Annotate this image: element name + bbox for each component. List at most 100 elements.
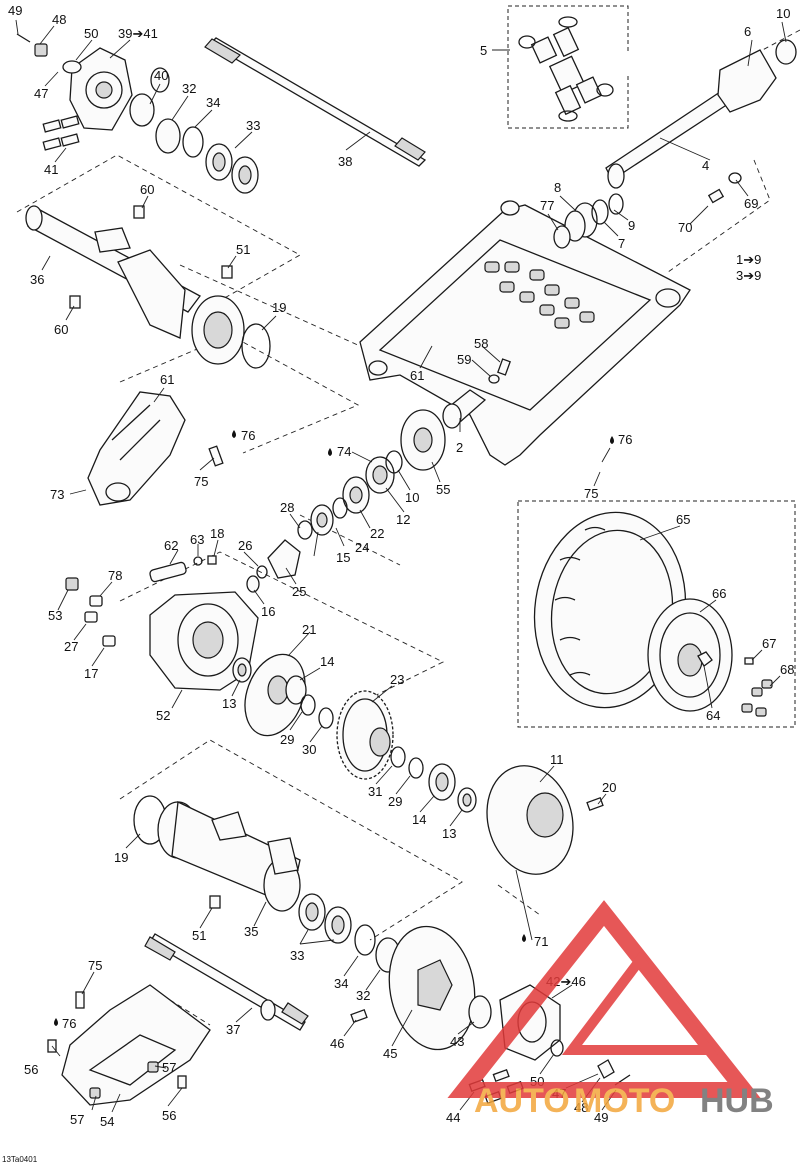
axle-shaft-lower — [144, 933, 309, 1031]
callout: 61 — [160, 372, 174, 387]
watermark-text-auto: AUTO — [474, 1082, 570, 1120]
callout: 34 — [334, 976, 348, 991]
callout: 57 — [70, 1112, 84, 1127]
callout: 46 — [330, 1036, 344, 1051]
callout: 18 — [210, 526, 224, 541]
watermark-logo: AUTO MOTO HUB — [447, 900, 774, 1120]
callout: 9 — [628, 218, 635, 233]
callout: 34 — [206, 95, 220, 110]
callout: 11 — [550, 752, 564, 767]
callout: 68 — [780, 662, 794, 677]
callout: 21 — [302, 622, 316, 637]
boot-and-seals — [553, 172, 742, 249]
callout: 28 — [280, 500, 294, 515]
callout: 8 — [554, 180, 561, 195]
callout: 27 — [64, 639, 78, 654]
callout: 15 — [336, 550, 350, 565]
differential-cover-plate — [232, 653, 334, 737]
callout: 67 — [762, 636, 776, 651]
callout: 58 — [474, 336, 488, 351]
callout: 29 — [388, 794, 402, 809]
callout: 47 — [34, 86, 48, 101]
bolts-top-left — [42, 115, 80, 151]
callout: 51 — [236, 242, 250, 257]
callout: 32 — [182, 81, 196, 96]
callout: 30 — [302, 742, 316, 757]
callout: 76 — [62, 1016, 76, 1031]
callout: 76 — [241, 428, 255, 443]
oil-drop-icon — [328, 448, 332, 456]
callout: 14 — [320, 654, 334, 669]
callout: 24 — [355, 540, 369, 555]
callout: 64 — [706, 708, 720, 723]
callout: 4 — [702, 158, 709, 173]
callout: 39➔41 — [118, 26, 158, 41]
callout: 60 — [140, 182, 154, 197]
callout: 61 — [410, 368, 424, 383]
callout: 25 — [292, 584, 306, 599]
callout: 10 — [405, 490, 419, 505]
callout: 75 — [584, 486, 598, 501]
callout: 33 — [246, 118, 260, 133]
callout: 43 — [450, 1034, 464, 1049]
callout: 20 — [602, 780, 616, 795]
callout: 7 — [618, 236, 625, 251]
callout: 1➔9 — [736, 252, 761, 267]
callout: 12 — [396, 512, 410, 527]
callout: 44 — [446, 1110, 460, 1125]
wheel-inset-box — [517, 500, 796, 728]
skid-plate — [47, 984, 211, 1106]
callout: 60 — [54, 322, 68, 337]
bearings-and-seals-top — [150, 67, 259, 194]
hub-housing-11 — [486, 765, 604, 875]
callout: 33 — [290, 948, 304, 963]
axle-shaft-upper — [204, 37, 427, 167]
callout: 36 — [30, 272, 44, 287]
callout: 19 — [272, 300, 286, 315]
bearings-lower-mid — [390, 746, 477, 813]
watermark-text-hub: HUB — [700, 1082, 774, 1120]
hub-flange-top — [16, 33, 155, 131]
callout: 66 — [712, 586, 726, 601]
callout: 45 — [383, 1046, 397, 1061]
callout: 23 — [390, 672, 404, 687]
axle-tube-upper — [25, 205, 271, 369]
universal-joint-inset-box — [507, 5, 629, 129]
differential-housing — [65, 577, 259, 691]
callout: 73 — [50, 487, 64, 502]
callout: 32 — [356, 988, 370, 1003]
callout: 49 — [8, 3, 22, 18]
callout: 31 — [368, 784, 382, 799]
callout: 65 — [676, 512, 690, 527]
callout-labels: 49 48 50 39➔41 47 40 32 34 33 41 38 60 3… — [2, 3, 794, 1164]
spacer-2 — [442, 358, 511, 429]
ring-gear — [336, 690, 394, 780]
triangle-logo-icon — [447, 900, 761, 1098]
callout: 53 — [48, 608, 62, 623]
oil-drop-icon — [610, 436, 614, 444]
callout: 10 — [776, 6, 790, 21]
callout: 40 — [154, 68, 168, 83]
leader-lines — [15, 19, 787, 1113]
callout: 56 — [24, 1062, 38, 1077]
callout: 41 — [44, 162, 58, 177]
callout: 56 — [162, 1108, 176, 1123]
oil-drop-icon — [232, 430, 236, 438]
callout: 75 — [194, 474, 208, 489]
callout: 13 — [222, 696, 236, 711]
callout: 74 — [337, 444, 351, 459]
callout: 48 — [52, 12, 66, 27]
callout: 71 — [534, 934, 548, 949]
watermark-text-moto: MOTO — [574, 1082, 675, 1120]
callout: 62 — [164, 538, 178, 553]
callout: 70 — [678, 220, 692, 235]
callout: 59 — [457, 352, 471, 367]
callout: 29 — [280, 732, 294, 747]
universal-joint-cross — [518, 16, 614, 122]
brake-disc — [350, 925, 476, 1051]
callout: 3➔9 — [736, 268, 761, 283]
callout: 37 — [226, 1022, 240, 1037]
callout: 50 — [84, 26, 98, 41]
callout: 17 — [84, 666, 98, 681]
